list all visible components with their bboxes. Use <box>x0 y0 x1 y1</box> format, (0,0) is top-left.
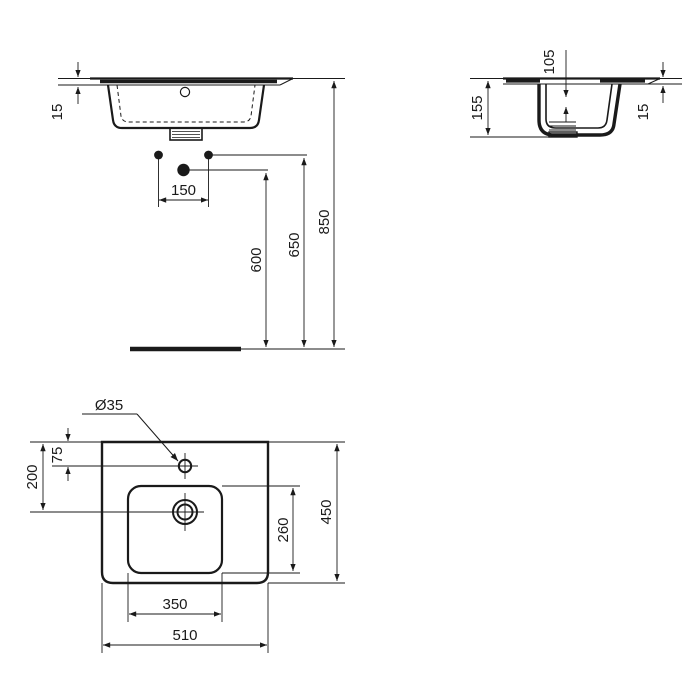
diameter-callout-group: Ø35 <box>82 397 179 462</box>
waste-outlet-box <box>169 127 203 141</box>
overflow-hole <box>179 86 191 98</box>
front-elevation-view: 150 600 650 850 15 <box>49 62 345 352</box>
plan-outer-outline <box>100 440 270 585</box>
dim-650-group: 650 <box>208 154 307 347</box>
plan-waste-hole <box>166 493 204 531</box>
dim-15-side-text: 15 <box>635 104 652 121</box>
plan-tap-hole <box>172 453 198 479</box>
dim-105-text: 105 <box>541 49 558 74</box>
dim-150-text: 150 <box>171 182 196 199</box>
dim-105-group: 105 <box>541 49 569 122</box>
dim-155-text: 155 <box>469 95 486 120</box>
dim-350-group: 350 <box>129 596 221 617</box>
dim-650-text: 650 <box>286 232 303 257</box>
dim-155-group: 155 <box>469 78 552 138</box>
dim-600-text: 600 <box>248 247 265 272</box>
dim-450-group: 450 <box>318 444 340 581</box>
dim-75-text: 75 <box>49 447 66 464</box>
side-bowl-inner-profile <box>545 83 613 129</box>
counter-extension-line <box>279 78 294 86</box>
dim-850-text: 850 <box>316 209 333 234</box>
dim-850-group: 850 <box>280 78 345 347</box>
callout-leader-line <box>136 413 179 462</box>
dim-510-text: 510 <box>172 627 197 644</box>
basin-inner-hidden-outline <box>116 84 256 123</box>
plan-bowl-outline <box>126 484 224 575</box>
dim-600-group: 600 <box>183 169 269 347</box>
dim-15-front-group: 15 <box>49 62 100 120</box>
dim-260-group: 260 <box>275 488 296 571</box>
dim-260-text: 260 <box>275 517 292 542</box>
dim-200-text: 200 <box>24 464 41 489</box>
dim-75-group: 75 <box>49 428 71 481</box>
plan-view: Ø35 75 200 260 450 <box>24 397 345 653</box>
dim-15-side-group: 15 <box>630 62 682 120</box>
dim-150-group: 150 <box>159 182 208 203</box>
dim-200-group: 200 <box>24 444 46 510</box>
side-waste-outlet <box>548 131 578 138</box>
dim-510-group: 510 <box>103 627 267 648</box>
side-section-view: 105 155 15 <box>469 49 682 138</box>
dim-450-text: 450 <box>318 499 335 524</box>
diameter-callout-text: Ø35 <box>95 397 123 414</box>
dim-15-front-text: 15 <box>49 104 66 121</box>
dim-350-text: 350 <box>162 596 187 613</box>
side-rim-extension <box>647 78 661 85</box>
